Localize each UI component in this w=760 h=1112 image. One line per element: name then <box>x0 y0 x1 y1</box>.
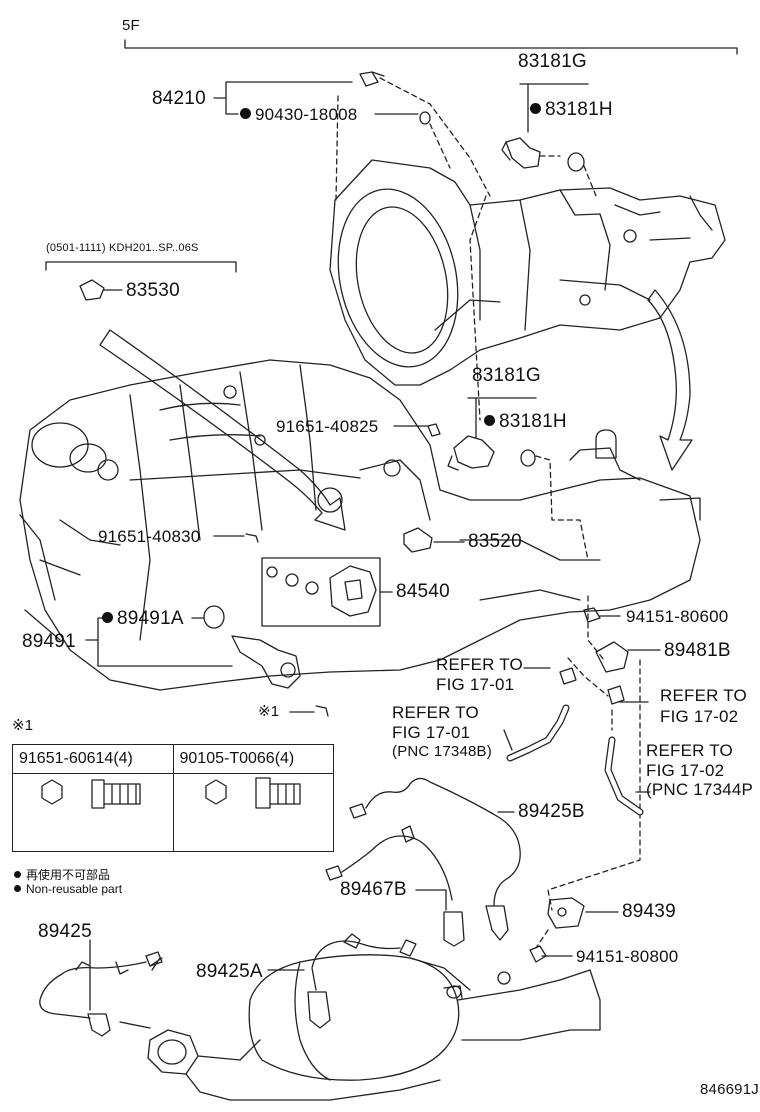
sensor-83181-top-drawing <box>501 137 585 172</box>
part-91651-40825[interactable]: 91651-40825 <box>276 417 379 436</box>
leader-89491 <box>85 617 233 667</box>
sensor-wiring <box>39 777 521 1037</box>
part-94151-80600[interactable]: 94151-80600 <box>626 607 729 626</box>
refer-3-line2[interactable]: FIG 17-02 <box>660 707 739 726</box>
part-83181H-mid[interactable]: 83181H <box>484 412 567 431</box>
part-89481B[interactable]: 89481B <box>664 640 731 661</box>
table-col-2: 90105-T0066(4) <box>172 745 333 851</box>
switch-83530-drawing <box>79 279 105 301</box>
part-89439[interactable]: 89439 <box>622 901 676 922</box>
hose-lines <box>503 667 651 816</box>
part-83181G-mid[interactable]: 83181G <box>472 365 541 386</box>
part-89425B[interactable]: 89425B <box>518 801 585 822</box>
leader-83181-top <box>519 83 589 133</box>
part-94151-80800[interactable]: 94151-80800 <box>576 947 679 966</box>
refer-1-line1[interactable]: REFER TO <box>436 655 523 674</box>
assembly-84540-drawing <box>261 557 381 627</box>
part-83181H-top[interactable]: 83181H <box>530 100 613 119</box>
refer-2-line3[interactable]: (PNC 17348B) <box>392 743 492 760</box>
legend-en: Non-reusable part <box>14 882 122 896</box>
engine-illustration <box>19 359 701 691</box>
part-90430-18008[interactable]: 90430-18008 <box>240 106 357 123</box>
applicability-bracket <box>45 261 237 273</box>
refer-4-line2[interactable]: FIG 17-02 <box>646 761 725 780</box>
part-89425A[interactable]: 89425A <box>196 961 263 982</box>
refer-1-line2[interactable]: FIG 17-01 <box>436 675 515 694</box>
part-83181G-top[interactable]: 83181G <box>518 51 587 72</box>
refer-4-line1[interactable]: REFER TO <box>646 741 733 760</box>
drawing-number: 846691J <box>700 1081 759 1098</box>
section-id: 5F <box>122 17 140 34</box>
leader-83181-mid <box>467 397 537 439</box>
sensor-83181-mid-drawing <box>427 423 536 471</box>
leader-89467B <box>415 889 447 911</box>
bracket-89439-drawing <box>529 897 585 963</box>
part-83520[interactable]: 83520 <box>468 531 522 552</box>
refer-4-line3[interactable]: (PNC 17344P <box>646 780 754 799</box>
part-89491[interactable]: 89491 <box>22 631 76 652</box>
applicability-note: (0501-1111) KDH201..SP..06S <box>46 242 199 254</box>
table-col-1: 91651-60614(4) <box>13 745 173 851</box>
part-89425[interactable]: 89425 <box>38 921 92 942</box>
note-mark-inline: ※1 <box>258 703 280 720</box>
bullet-icon <box>14 885 21 892</box>
refer-2-line2[interactable]: FIG 17-01 <box>392 723 471 742</box>
leader-84210 <box>213 81 419 115</box>
bracket-89491-drawing <box>203 605 329 717</box>
part-91651-40830[interactable]: 91651-40830 <box>98 527 201 546</box>
sensor-84210-drawing <box>359 71 431 125</box>
legend-jp: 再使用不可部品 <box>14 866 110 883</box>
part-83530[interactable]: 83530 <box>126 280 180 301</box>
bolt-91651-40830-drawing <box>245 533 259 543</box>
fastener-table: 91651-60614(4) 90105-T0066(4) <box>12 744 334 852</box>
switch-83520-drawing <box>403 527 433 553</box>
direction-arrow-right <box>647 289 693 471</box>
exhaust-converter-drawing <box>147 954 601 1101</box>
section-bracket <box>124 39 738 55</box>
direction-arrow-left <box>99 329 346 531</box>
part-84210[interactable]: 84210 <box>152 88 206 109</box>
table-bolt-icons <box>41 777 301 809</box>
part-84540[interactable]: 84540 <box>396 581 450 602</box>
bullet-icon <box>14 871 21 878</box>
note-mark-table: ※1 <box>12 717 34 734</box>
part-89491A[interactable]: 89491A <box>102 609 184 628</box>
part-89467B[interactable]: 89467B <box>340 879 407 900</box>
table-head-90105-T0066[interactable]: 90105-T0066(4) <box>173 745 333 774</box>
refer-2-line1[interactable]: REFER TO <box>392 703 479 722</box>
valve-89481B-drawing <box>583 607 661 673</box>
transmission-illustration <box>329 159 726 386</box>
refer-3-line1[interactable]: REFER TO <box>660 686 747 705</box>
table-head-91651-60614[interactable]: 91651-60614(4) <box>13 745 173 774</box>
